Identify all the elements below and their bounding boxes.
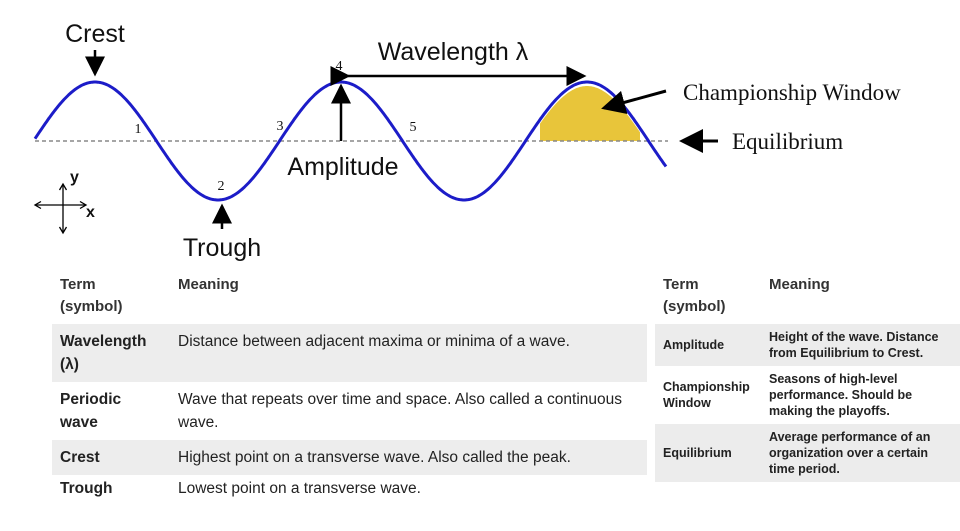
meaning-cell: Average performance of an organization o…: [761, 424, 960, 482]
table-header-row: Term (symbol) Meaning: [52, 270, 647, 324]
crest-label: Crest: [65, 20, 125, 48]
terms-table-left: Term (symbol) Meaning Wavelength (λ) Dis…: [52, 270, 647, 506]
championship-window-region: [540, 86, 640, 141]
header-meaning: Meaning: [769, 276, 830, 293]
point-label-2: 2: [218, 179, 225, 194]
trough-label: Trough: [183, 234, 261, 262]
term-cell: Periodic wave: [60, 391, 122, 431]
term-cell: Equilibrium: [655, 424, 761, 482]
meaning-cell: Lowest point on a transverse wave.: [178, 480, 421, 497]
table-header-row: Term (symbol) Meaning: [655, 270, 960, 324]
point-label-3: 3: [277, 119, 284, 134]
table-row: Championship Window Seasons of high-leve…: [655, 366, 960, 424]
term-cell: Championship Window: [663, 380, 750, 410]
amplitude-label: Amplitude: [287, 153, 398, 181]
table-row: Equilibrium Average performance of an or…: [655, 424, 960, 482]
equilibrium-label: Equilibrium: [732, 129, 843, 154]
table-row: Wavelength (λ) Distance between adjacent…: [52, 324, 647, 382]
terms-table-right: Term (symbol) Meaning Amplitude Height o…: [655, 270, 960, 482]
wavelength-label: Wavelength λ: [378, 38, 529, 66]
term-cell: Amplitude: [655, 324, 761, 366]
point-label-4: 4: [336, 59, 343, 74]
meaning-cell: Highest point on a transverse wave. Also…: [170, 440, 647, 475]
meaning-cell: Distance between adjacent maxima or mini…: [170, 324, 647, 382]
term-cell: Crest: [52, 440, 170, 475]
axes-icon: y x: [33, 169, 95, 235]
point-label-5: 5: [410, 120, 417, 135]
wave-diagram: Crest Trough Amplitude Wavelength λ 1 2 …: [33, 20, 901, 262]
point-label-1: 1: [135, 122, 142, 137]
table-row: Trough Lowest point on a transverse wave…: [52, 475, 647, 506]
table-row: Amplitude Height of the wave. Distance f…: [655, 324, 960, 366]
table-row: Periodic wave Wave that repeats over tim…: [52, 382, 647, 440]
championship-window-label: Championship Window: [683, 80, 901, 105]
meaning-cell: Height of the wave. Distance from Equili…: [761, 324, 960, 366]
term-cell: Wavelength (λ): [52, 324, 170, 382]
header-term: Term (symbol): [60, 276, 123, 315]
term-cell: Trough: [60, 480, 113, 497]
championship-window-arrow: [601, 89, 667, 115]
header-meaning: Meaning: [178, 276, 239, 293]
axis-y-label: y: [70, 169, 79, 186]
table-row: Crest Highest point on a transverse wave…: [52, 440, 647, 475]
meaning-cell: Wave that repeats over time and space. A…: [178, 391, 623, 431]
meaning-cell: Seasons of high-level performance. Shoul…: [769, 372, 913, 418]
header-term: Term (symbol): [663, 276, 726, 315]
axis-x-label: x: [86, 204, 95, 221]
